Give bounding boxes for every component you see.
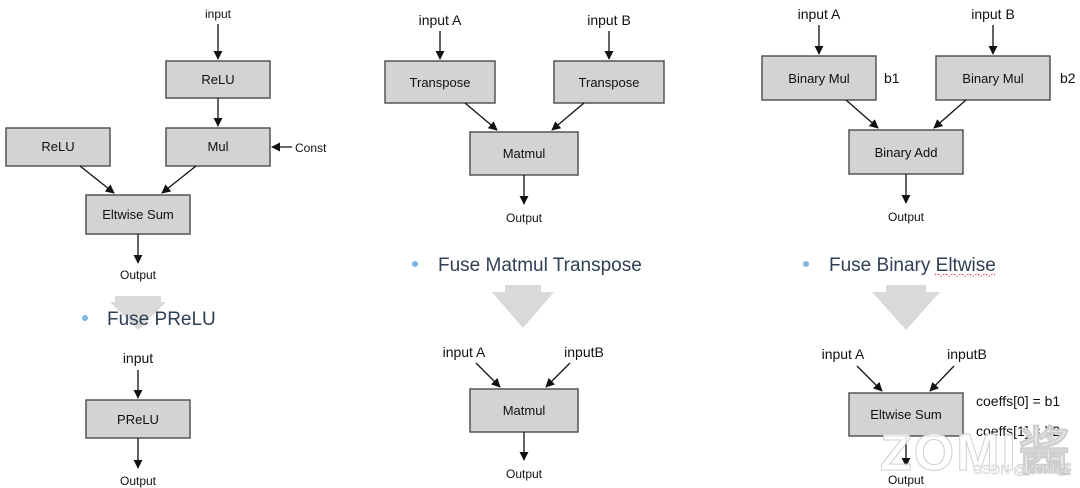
binary-eltwise-sum-node (848, 392, 964, 437)
edge-mul-to-sum (161, 165, 197, 194)
matmul-fuse-arrow (492, 285, 554, 328)
prelu-input-label: input (205, 7, 232, 21)
binary-after-input-a-label: input A (822, 346, 865, 362)
edge-after-b-to-sum (929, 365, 955, 392)
edge-transpose-a-to-matmul (464, 102, 498, 131)
matmul-input-a-label: input A (419, 12, 462, 28)
prelu-after-input-label: input (123, 350, 153, 366)
binary-input-a-label: input A (798, 6, 841, 22)
matmul-label: Matmul (503, 146, 546, 161)
coeff0-label: coeffs[0] = b1 (976, 393, 1060, 409)
edge-transpose-b-to-matmul (551, 102, 585, 131)
prelu-caption-bullet (82, 315, 88, 321)
prelu-after-output-label: Output (120, 474, 157, 488)
mul-label: Mul (208, 139, 229, 154)
binary-mul-a-node (761, 55, 877, 101)
matmul-node (469, 131, 579, 176)
b2-label: b2 (1060, 70, 1076, 86)
binary-after-output-label: Output (888, 473, 925, 487)
watermark-credit: CSDN @ZOMI酱 (973, 462, 1072, 477)
prelu-output-label: Output (120, 268, 157, 282)
binary-caption: Fuse Binary Eltwise (829, 255, 996, 276)
binary-input-b-label: input B (971, 6, 1015, 22)
transpose-a-label: Transpose (410, 75, 471, 90)
prelu-node (85, 399, 191, 439)
mul-node (165, 127, 271, 167)
transpose-b-label: Transpose (579, 75, 640, 90)
matmul-after-input-b-label: inputB (564, 344, 604, 360)
matmul-input-b-label: input B (587, 12, 631, 28)
binary-fuse-arrow (872, 285, 940, 330)
binary-mul-b-node (935, 55, 1051, 101)
prelu-panel: input ReLU ReLU Mul Const Eltwise Sum Ou… (5, 7, 327, 488)
edge-relu-to-sum (79, 165, 115, 194)
transpose-b-node (553, 60, 665, 104)
binary-caption-bullet (803, 261, 809, 267)
b1-label: b1 (884, 70, 900, 86)
binary-eltwise-sum-label: Eltwise Sum (870, 407, 942, 422)
const-label: Const (295, 141, 327, 155)
binary-add-label: Binary Add (875, 145, 938, 160)
relu-left-node (5, 127, 111, 167)
matmul-output-label: Output (506, 211, 543, 225)
matmul-after-output-label: Output (506, 467, 543, 481)
watermark: ZOMI酱 CSDN @ZOMI酱 (880, 424, 1073, 483)
matmul-caption-bullet (412, 261, 418, 267)
binary-output-label: Output (888, 210, 925, 224)
spellcheck-underline (934, 273, 996, 277)
matmul-caption: Fuse Matmul Transpose (438, 255, 642, 276)
eltwise-sum-label: Eltwise Sum (102, 207, 174, 222)
coeff1-label: coeffs[1] = b2 (976, 423, 1060, 439)
transpose-a-node (384, 60, 496, 104)
binary-mul-a-label: Binary Mul (788, 71, 850, 86)
binary-mul-b-label: Binary Mul (962, 71, 1024, 86)
edge-after-a-to-sum (856, 365, 883, 392)
prelu-node-label: PReLU (117, 412, 159, 427)
prelu-caption: Fuse PReLU (107, 309, 216, 330)
binary-after-input-b-label: inputB (947, 346, 987, 362)
matmul-panel: input A input B Transpose Transpose Matm… (384, 12, 665, 481)
matmul-after-label: Matmul (503, 403, 546, 418)
edge-mul-a-to-add (845, 99, 879, 129)
relu-left-label: ReLU (41, 139, 74, 154)
matmul-after-node (469, 388, 579, 433)
edge-mul-b-to-add (933, 99, 967, 129)
edge-after-a-to-matmul (475, 362, 501, 388)
watermark-logo: ZOMI酱 (880, 424, 1072, 482)
edge-after-b-to-matmul (545, 362, 571, 388)
matmul-after-input-a-label: input A (443, 344, 486, 360)
prelu-fuse-arrow (110, 296, 166, 330)
relu-top-label: ReLU (201, 72, 234, 87)
binary-panel: input A input B Binary Mul b1 Binary Mul… (761, 6, 1076, 487)
